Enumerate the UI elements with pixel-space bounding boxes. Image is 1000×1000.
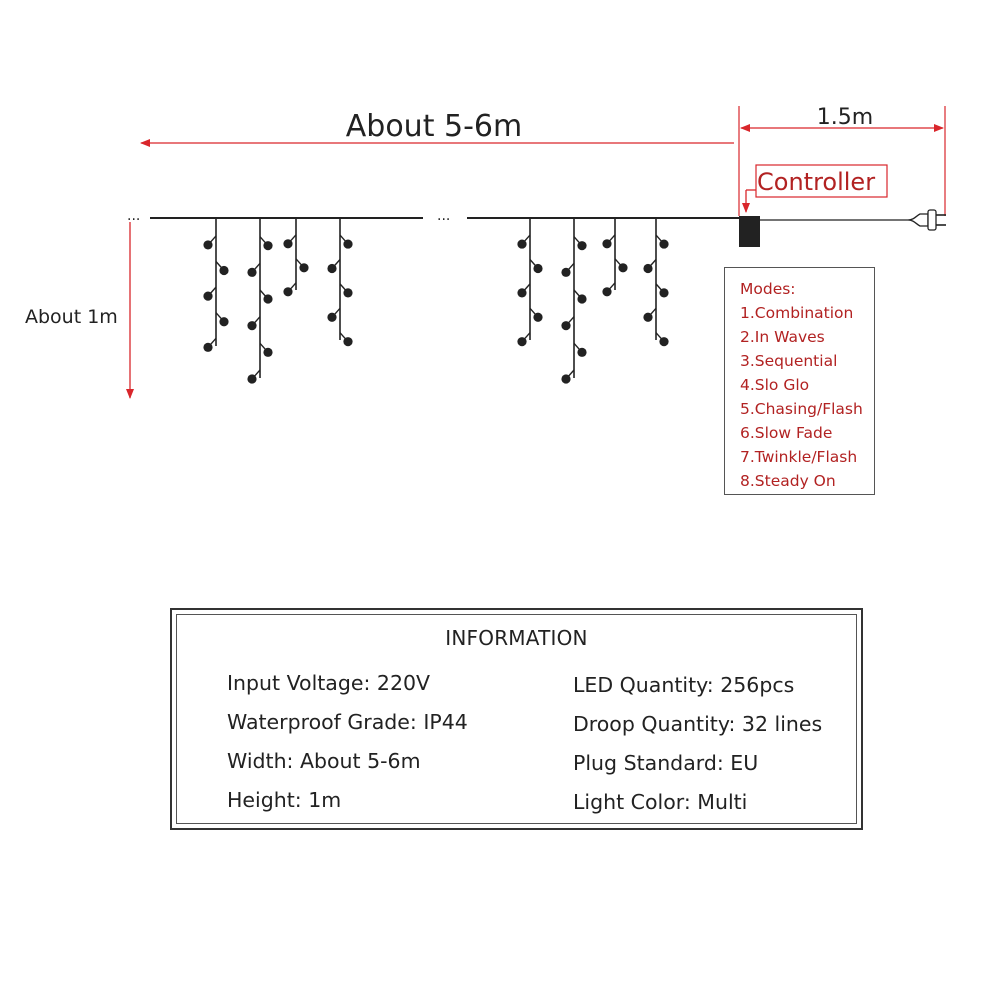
led-bulb-icon <box>283 287 293 297</box>
led-bulb-icon <box>219 265 229 276</box>
led-bulb-icon <box>577 294 587 304</box>
lead-label: 1.5m <box>817 105 873 130</box>
led-bulb-icon <box>517 337 527 347</box>
info-height: Height: 1m <box>227 788 342 812</box>
controller-label-box <box>755 164 888 198</box>
led-bulb-icon <box>602 239 612 249</box>
modes-box: Modes: 1.Combination 2.In Waves 3.Sequen… <box>724 267 875 495</box>
modes-title: Modes: <box>740 280 796 298</box>
info-led-quantity: LED Quantity: 256pcs <box>573 673 795 697</box>
information-panel-inner-border <box>176 614 857 824</box>
mode-item: 4.Slo Glo <box>740 376 810 394</box>
ellipsis-middle: ... <box>437 208 450 224</box>
led-bulb-icon <box>203 342 213 352</box>
led-bulb-icon <box>643 312 653 322</box>
ellipsis-left: ... <box>127 208 140 224</box>
info-input-voltage: Input Voltage: 220V <box>227 671 431 695</box>
led-bulb-icon <box>517 239 527 249</box>
led-bulb-icon <box>283 239 293 249</box>
mode-item: 3.Sequential <box>740 352 838 370</box>
led-bulb-icon <box>561 374 571 384</box>
led-bulb-icon <box>263 294 273 304</box>
led-bulb-icon <box>263 347 273 357</box>
led-bulb-icon <box>247 321 257 331</box>
led-bulb-icon <box>327 263 337 274</box>
led-bulb-icon <box>533 263 543 274</box>
controller-box-icon <box>739 216 760 247</box>
led-bulb-icon <box>561 267 571 277</box>
mode-item: 5.Chasing/Flash <box>740 400 863 418</box>
led-bulb-icon <box>219 317 229 327</box>
led-bulb-icon <box>618 263 628 273</box>
led-bulb-icon <box>577 347 587 357</box>
led-bulb-icon <box>203 291 213 301</box>
mode-item: 1.Combination <box>740 304 854 322</box>
led-bulb-icon <box>577 241 587 251</box>
mode-item: 7.Twinkle/Flash <box>740 448 858 466</box>
led-bulb-icon <box>327 312 337 322</box>
led-bulb-icon <box>561 321 571 331</box>
info-waterproof-grade: Waterproof Grade: IP44 <box>227 710 468 734</box>
width-label: About 5-6m <box>346 109 522 144</box>
led-bulb-icon <box>343 288 353 298</box>
height-label: About 1m <box>25 306 118 328</box>
led-bulb-icon <box>343 337 353 347</box>
led-bulb-icon <box>643 263 653 274</box>
info-width: Width: About 5-6m <box>227 749 421 773</box>
led-bulb-icon <box>659 288 669 298</box>
mode-item: 6.Slow Fade <box>740 424 833 442</box>
led-bulb-icon <box>203 240 213 250</box>
led-bulb-icon <box>517 288 527 298</box>
information-title: INFORMATION <box>445 626 588 650</box>
led-bulb-icon <box>659 239 669 249</box>
info-plug-standard: Plug Standard: EU <box>573 751 759 775</box>
info-droop-quantity: Droop Quantity: 32 lines <box>573 712 823 736</box>
mode-item: 2.In Waves <box>740 328 825 346</box>
led-bulb-icon <box>533 312 543 322</box>
led-bulb-icon <box>659 337 669 347</box>
eu-plug-icon <box>907 209 946 231</box>
droop-strands <box>203 218 669 384</box>
led-bulb-icon <box>299 263 309 273</box>
led-bulb-icon <box>263 241 273 251</box>
led-bulb-icon <box>247 374 257 384</box>
info-light-color: Light Color: Multi <box>573 790 748 814</box>
information-panel: INFORMATION Input Voltage: 220V Waterpro… <box>170 608 863 830</box>
controller-label: Controller <box>757 168 875 196</box>
led-bulb-icon <box>602 287 612 297</box>
led-bulb-icon <box>343 239 353 249</box>
led-bulb-icon <box>247 267 257 277</box>
mode-item: 8.Steady On <box>740 472 836 490</box>
